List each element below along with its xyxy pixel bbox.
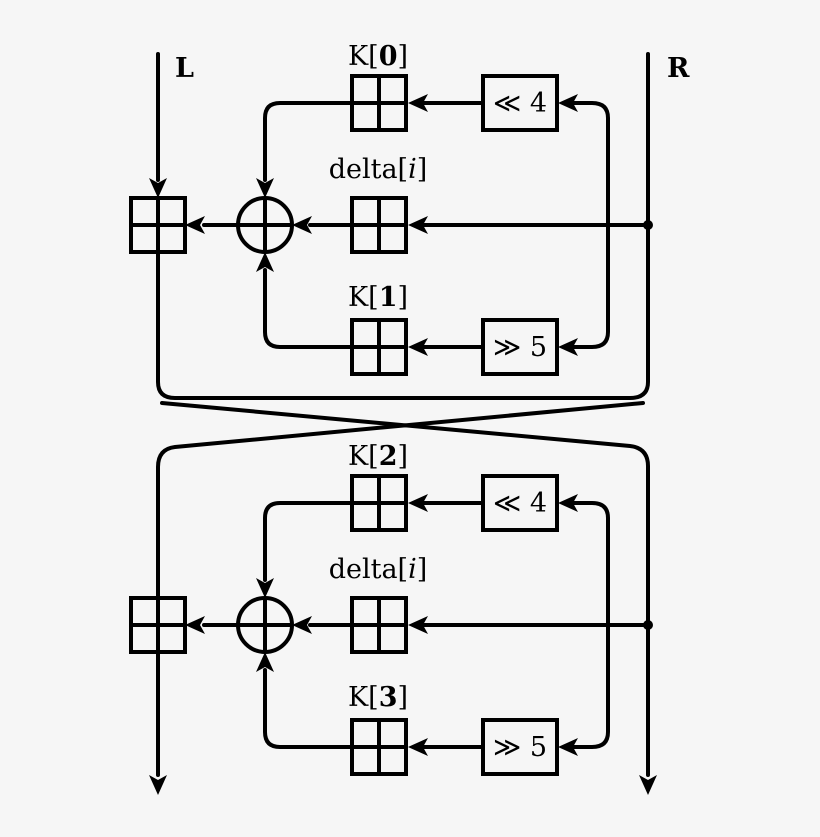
left-adder xyxy=(129,596,187,654)
main-lines xyxy=(149,52,657,795)
delta-label: delta[i] xyxy=(329,554,428,585)
key-adder-bottom xyxy=(350,718,408,776)
shift-right-box xyxy=(481,318,559,376)
round-1: ≪ 4 ≫ 5 K[0] delta[i] K[1] xyxy=(129,41,653,376)
key-bottom-label: K[3] xyxy=(348,682,408,713)
shift-left-label: ≪ 4 xyxy=(493,88,547,119)
delta-label: delta[i] xyxy=(329,154,428,185)
key-adder-bottom xyxy=(350,318,408,376)
left-adder xyxy=(129,196,187,254)
cross-line-down xyxy=(160,401,650,777)
delta-adder xyxy=(350,596,408,654)
key-bottom-label: K[1] xyxy=(348,282,408,313)
key-adder-top xyxy=(350,474,408,532)
delta-adder xyxy=(350,196,408,254)
label-right-input: R xyxy=(667,53,690,84)
shift-right-label: ≫ 5 xyxy=(493,732,547,763)
key-top-label: K[0] xyxy=(348,41,408,72)
key-top-label: K[2] xyxy=(348,441,408,472)
left-line-to-cross xyxy=(156,52,650,400)
cross-line-up xyxy=(156,401,645,654)
xor-node xyxy=(236,596,294,654)
key-adder-top xyxy=(350,74,408,132)
shift-left-label: ≪ 4 xyxy=(493,488,547,519)
label-left-input: L xyxy=(175,53,194,84)
right-output-arrow xyxy=(639,775,657,795)
left-output-arrow xyxy=(149,775,167,795)
xor-node xyxy=(236,196,294,254)
round-2: ≪ 4 ≫ 5 K[2] delta[i] K[3] xyxy=(129,441,653,776)
shift-right-label: ≫ 5 xyxy=(493,332,547,363)
